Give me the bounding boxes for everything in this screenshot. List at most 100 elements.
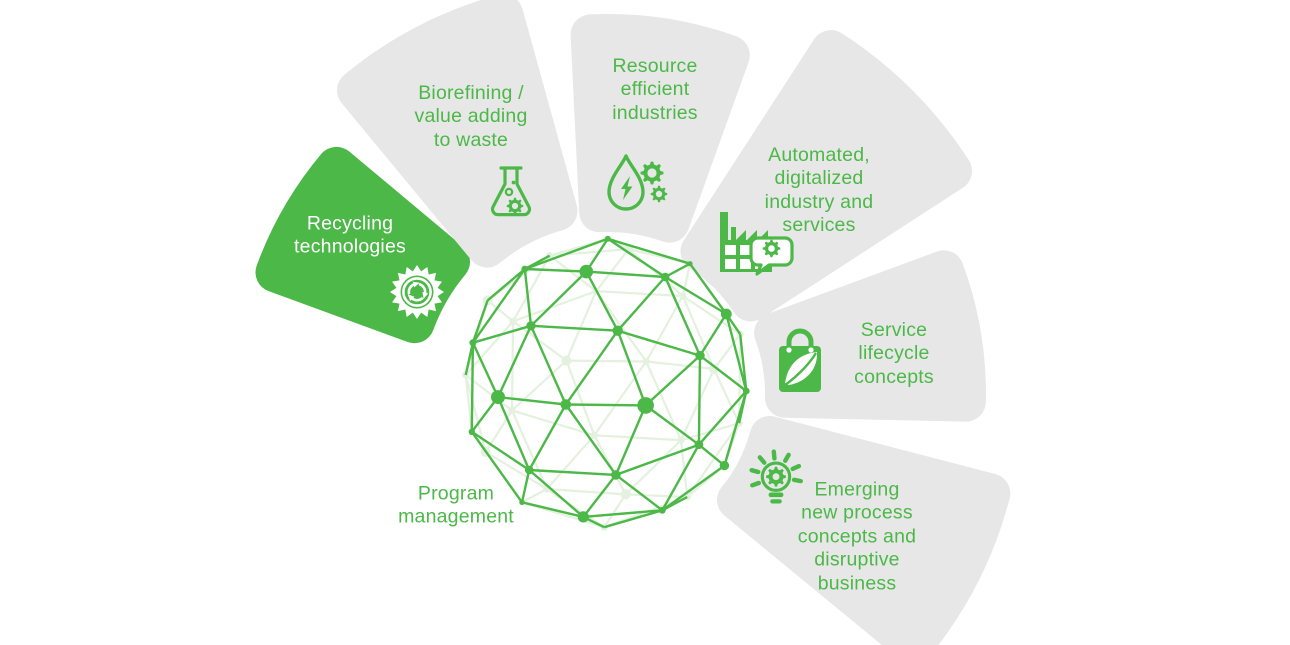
sphere-edge bbox=[699, 354, 748, 392]
sphere-node bbox=[658, 506, 666, 514]
idea-bulb-gear-icon bbox=[749, 449, 803, 504]
sphere-node bbox=[720, 308, 732, 320]
gear-glyph bbox=[640, 161, 664, 185]
sphere-node bbox=[611, 470, 621, 480]
sphere-edge bbox=[603, 509, 663, 529]
sphere-edge bbox=[697, 355, 702, 445]
sphere-edge bbox=[564, 330, 619, 406]
sphere-edge bbox=[615, 443, 700, 477]
sphere-edge bbox=[521, 501, 584, 519]
sphere-edge bbox=[698, 313, 728, 357]
sphere-edge bbox=[485, 451, 548, 490]
sphere-edge bbox=[464, 342, 475, 376]
sphere-node bbox=[612, 325, 623, 336]
sphere-edge bbox=[661, 495, 688, 512]
sphere-node bbox=[661, 272, 670, 282]
segment-label-service-lifecycle: Service lifecycle concepts bbox=[854, 318, 934, 388]
energy-droplet-gears-icon bbox=[607, 154, 668, 211]
sphere-node bbox=[709, 363, 719, 374]
sphere-edge bbox=[564, 403, 617, 476]
segment-label-recycling: Recycling technologies bbox=[294, 212, 406, 258]
sphere-edge bbox=[607, 237, 691, 265]
gear-glyph bbox=[762, 239, 781, 258]
gear-glyph bbox=[506, 197, 524, 215]
segment-resource-efficiency-wedge bbox=[570, 13, 750, 243]
network-sphere bbox=[462, 235, 750, 531]
sphere-edge bbox=[616, 276, 667, 332]
sphere-edge bbox=[607, 237, 666, 278]
sphere-edge bbox=[713, 333, 742, 370]
sphere-node bbox=[637, 397, 654, 414]
sphere-edge bbox=[512, 255, 551, 322]
sphere-edge bbox=[529, 325, 567, 405]
sphere-edge bbox=[661, 444, 700, 511]
sphere-edge bbox=[585, 271, 619, 332]
sphere-edge bbox=[471, 300, 489, 344]
gear-glyph bbox=[650, 185, 668, 203]
sphere-edge bbox=[739, 334, 748, 392]
sphere-edge bbox=[713, 368, 741, 424]
sphere-edge bbox=[624, 439, 682, 496]
sphere-edge bbox=[524, 267, 587, 273]
sphere-edge bbox=[664, 275, 727, 316]
sphere-edge bbox=[664, 276, 702, 357]
sphere-edge bbox=[614, 404, 647, 476]
sphere-edge bbox=[617, 329, 701, 357]
sphere-edge bbox=[593, 360, 648, 436]
sphere-edge bbox=[738, 334, 742, 424]
segment-emerging-concepts-wedge bbox=[717, 416, 1011, 645]
sphere-edge bbox=[470, 431, 523, 503]
sphere-node bbox=[524, 465, 534, 475]
sphere-edge bbox=[616, 330, 647, 406]
sphere-edge bbox=[470, 396, 499, 433]
sphere-edge bbox=[471, 342, 500, 398]
sphere-node bbox=[620, 489, 631, 500]
sphere-edge bbox=[698, 443, 726, 467]
sphere-edge bbox=[615, 473, 664, 512]
sphere-edge bbox=[565, 403, 646, 407]
sphere-node bbox=[679, 292, 687, 300]
sphere-edge bbox=[689, 262, 728, 315]
leaf-bag-icon bbox=[779, 328, 821, 392]
segment-label-resource-efficiency: Resource efficient industries bbox=[612, 54, 698, 124]
sphere-edge bbox=[472, 324, 532, 344]
sphere-edge bbox=[524, 254, 551, 271]
sphere-edge bbox=[512, 290, 597, 323]
sphere-edge bbox=[698, 390, 748, 446]
sphere-edge bbox=[497, 395, 566, 406]
sphere-edge bbox=[737, 390, 748, 424]
sphere-edge bbox=[530, 324, 618, 332]
sphere-node bbox=[469, 339, 477, 347]
sphere-edge bbox=[595, 248, 630, 292]
sphere-edge bbox=[644, 354, 701, 407]
sphere-edge bbox=[511, 409, 595, 437]
sphere-edge bbox=[528, 469, 585, 518]
segment-label-automated-digitalized: Automated, digitalized industry and serv… bbox=[764, 144, 874, 237]
sphere-edge bbox=[471, 268, 526, 344]
recycling-arrows-icon bbox=[390, 265, 444, 319]
sphere-edge bbox=[645, 295, 684, 363]
sphere-node bbox=[742, 387, 750, 395]
sphere-node bbox=[526, 321, 536, 331]
sphere-edge bbox=[511, 359, 568, 412]
sphere-edge bbox=[596, 290, 683, 298]
sphere-edge bbox=[496, 396, 531, 471]
sphere-edge bbox=[529, 468, 616, 477]
sphere-edge bbox=[510, 409, 548, 490]
segment-label-emerging-concepts: Emerging new process concepts and disrup… bbox=[797, 478, 917, 595]
sphere-edge bbox=[523, 268, 533, 326]
sphere-edge bbox=[661, 464, 726, 512]
sphere-edge bbox=[528, 403, 567, 471]
sphere-edge bbox=[582, 474, 617, 518]
segment-label-biorefining: Biorefining / value adding to waste bbox=[414, 81, 528, 151]
factory-chat-gear-icon bbox=[720, 212, 794, 276]
sphere-node bbox=[695, 350, 705, 361]
sphere-edge bbox=[471, 430, 530, 471]
sphere-node bbox=[579, 264, 594, 279]
sphere-node bbox=[577, 511, 589, 523]
sphere-node bbox=[604, 235, 611, 242]
sphere-edge bbox=[565, 290, 598, 362]
sphere-node bbox=[590, 431, 598, 439]
